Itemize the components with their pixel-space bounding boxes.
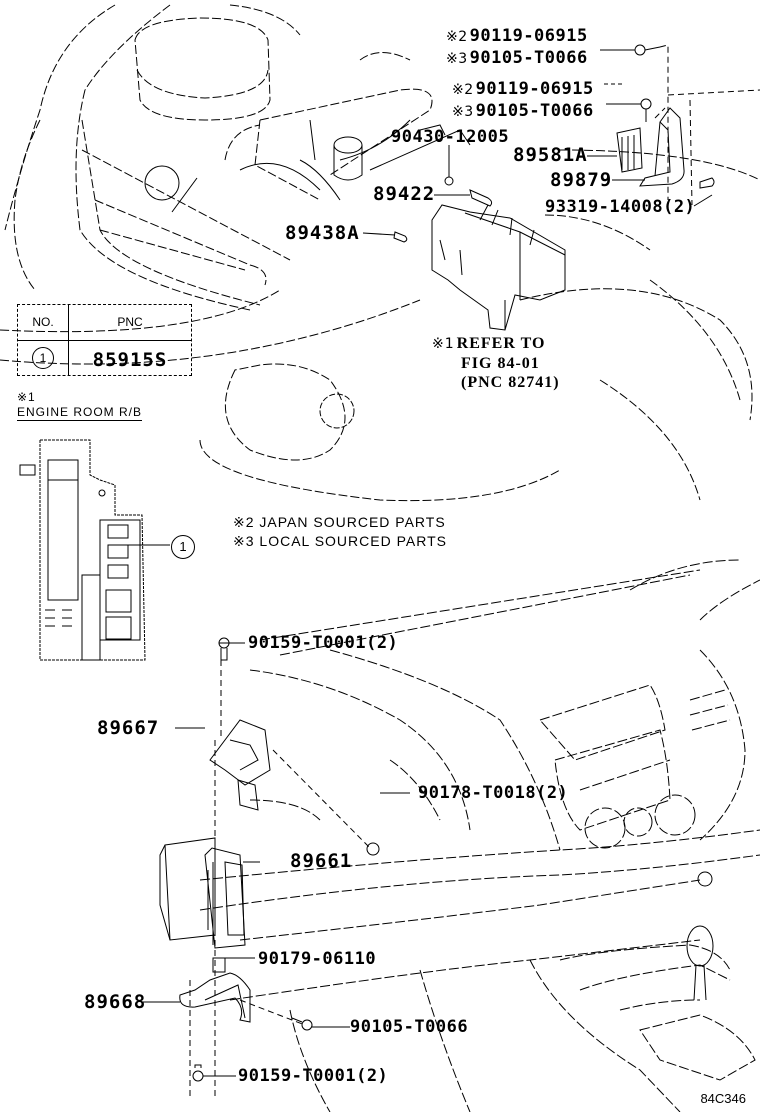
part-label-89438A[interactable]: 89438A (285, 222, 360, 244)
refer-mark: ※1 (432, 336, 455, 352)
part-number: 90119-06915 (475, 79, 594, 99)
part-label-89879[interactable]: 89879 (550, 169, 613, 191)
relay-box-illustration (431, 204, 566, 331)
circled-number: 1 (32, 347, 54, 369)
part-label-89581A[interactable]: 89581A (513, 144, 588, 166)
dashboard-illustration (199, 559, 760, 1112)
part-number: 90105-T0066 (469, 48, 588, 68)
refer-line-1: REFER TO (456, 335, 546, 352)
legend-mark: ※3 (233, 533, 255, 549)
vehicle-front-illustration (0, 4, 760, 502)
engine-illustration (239, 119, 471, 201)
row-pnc: 85915S (92, 349, 168, 371)
legend-mark: ※2 (233, 514, 255, 530)
part-label-89668[interactable]: 89668 (84, 991, 147, 1013)
engine-room-rb-illustration (19, 439, 146, 661)
part-label-89667[interactable]: 89667 (97, 717, 160, 739)
part-label-89661[interactable]: 89661 (290, 850, 353, 872)
pnc-table: NO. PNC 1 85915S (17, 304, 192, 376)
relay-block-title: ENGINE ROOM R/B (17, 405, 143, 421)
header-pnc: PNC (117, 315, 143, 329)
local-sourced-mark: ※3 (446, 51, 468, 67)
local-sourced-mark: ※3 (452, 104, 474, 120)
part-label-90178-T0018[interactable]: 90178-T0018(2) (418, 783, 569, 803)
japan-sourced-mark: ※2 (446, 29, 468, 45)
legend-text: LOCAL SOURCED PARTS (259, 533, 447, 549)
header-no: NO. (32, 315, 54, 329)
japan-sourced-mark: ※2 (452, 82, 474, 98)
part-number: 90105-T0066 (475, 101, 594, 121)
relay-bracket-illustration (616, 107, 685, 187)
bracket-illustration (179, 972, 251, 1023)
figure-id: 84C346 (700, 1091, 746, 1106)
ecu-illustration (159, 719, 271, 949)
table-divider (18, 340, 191, 341)
part-number: 90119-06915 (469, 26, 588, 46)
relay-block-mark: ※1 (17, 390, 36, 404)
part-label-90159-T0001-bottom[interactable]: 90159-T0001(2) (238, 1066, 389, 1086)
part-label-90105-T0066-bottom[interactable]: 90105-T0066 (350, 1017, 469, 1037)
part-label-89422[interactable]: 89422 (373, 183, 436, 205)
part-label-90159-T0001-upper[interactable]: 90159-T0001(2) (248, 633, 399, 653)
part-label-90430-12005[interactable]: 90430-12005 (391, 127, 510, 147)
refer-line-3: (PNC 82741) (461, 374, 560, 391)
legend-text: JAPAN SOURCED PARTS (259, 514, 446, 530)
part-label-90179-06110[interactable]: 90179-06110 (258, 949, 377, 969)
part-label-93319-14008[interactable]: 93319-14008(2) (545, 197, 696, 217)
refer-line-2: FIG 84-01 (461, 355, 540, 372)
row-number: 1 (18, 347, 68, 369)
legend-japan-sourced: ※2 JAPAN SOURCED PARTS (233, 513, 446, 531)
relay-callout-1[interactable]: 1 (171, 535, 195, 559)
legend-local-sourced: ※3 LOCAL SOURCED PARTS (233, 532, 447, 550)
